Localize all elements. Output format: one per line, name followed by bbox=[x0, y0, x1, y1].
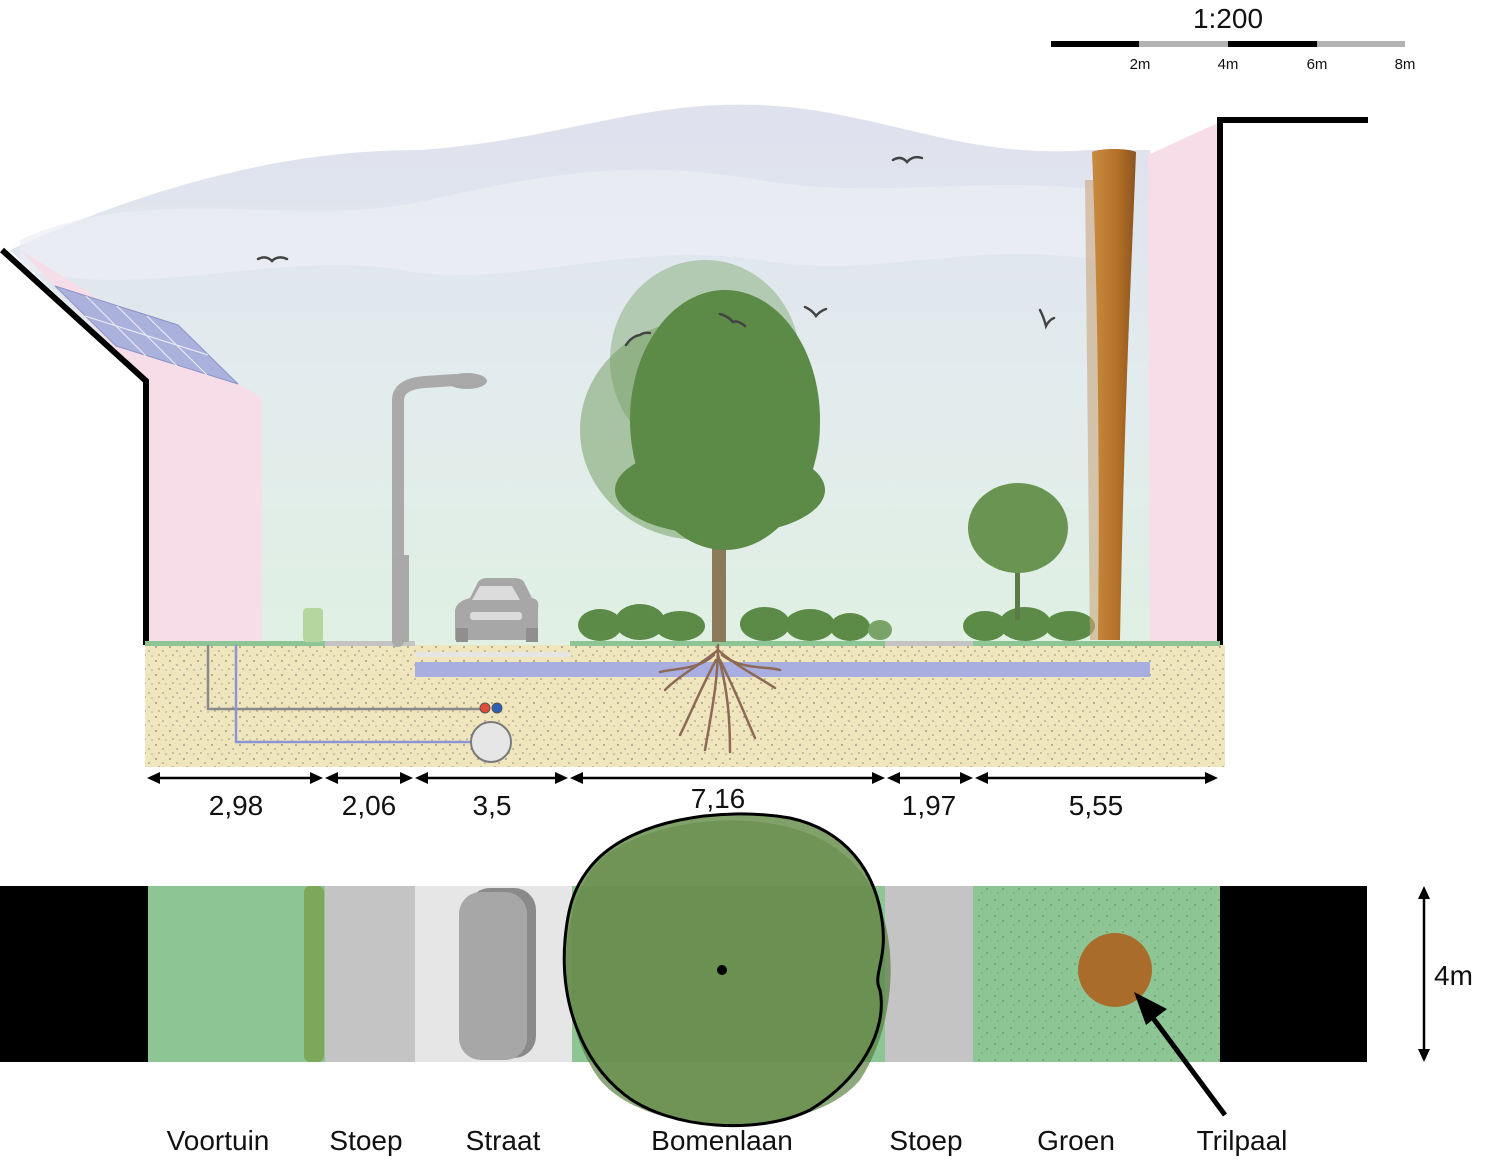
plan-voortuin bbox=[148, 886, 325, 1062]
dimension-groen: 5,55 bbox=[1069, 790, 1124, 821]
bird-6 bbox=[1038, 308, 1056, 330]
scale-title: 1:200 bbox=[1193, 3, 1263, 34]
sidewalk-surface-right bbox=[885, 641, 973, 646]
sewer-pipe bbox=[470, 721, 512, 763]
plan-tree-canopy bbox=[562, 812, 891, 1128]
dimension-voortuin: 2,98 bbox=[209, 790, 264, 821]
soil-section bbox=[145, 641, 1225, 767]
plan-tree-trunk-dot bbox=[717, 965, 727, 975]
plan-car bbox=[459, 888, 536, 1060]
sidewalk-surface-left bbox=[325, 641, 415, 646]
label-bomenlaan: Bomenlaan bbox=[651, 1125, 793, 1156]
scale-tick-2m: 2m bbox=[1130, 56, 1151, 73]
trilpaal-pointer-arrow bbox=[1134, 992, 1228, 1117]
bird-2 bbox=[891, 155, 924, 164]
cable-blue bbox=[491, 702, 503, 714]
right-building-wall bbox=[1148, 122, 1220, 645]
hedge-right bbox=[963, 607, 1095, 641]
garden-post bbox=[303, 608, 323, 642]
label-stoep-left: Stoep bbox=[329, 1125, 402, 1156]
scale-segment-2 bbox=[1139, 41, 1228, 47]
water-line bbox=[234, 645, 472, 744]
lamp-head bbox=[447, 373, 487, 389]
right-building-outline bbox=[1217, 117, 1368, 645]
small-tree bbox=[968, 483, 1068, 620]
label-straat: Straat bbox=[466, 1125, 541, 1156]
street-surface bbox=[415, 652, 570, 657]
plan-height-dimension bbox=[1418, 886, 1430, 1062]
tree-roots bbox=[658, 643, 782, 754]
plan-building-right bbox=[1220, 886, 1367, 1062]
water-storage-crate bbox=[415, 662, 1150, 677]
label-trilpaal: Trilpaal bbox=[1197, 1125, 1288, 1156]
grass-strip-right bbox=[973, 641, 1220, 646]
plan-stoep-left bbox=[325, 886, 415, 1062]
scale-segment-4 bbox=[1317, 41, 1405, 47]
scale-tick-8m: 8m bbox=[1395, 56, 1416, 73]
plan-height-label: 4m bbox=[1434, 960, 1473, 991]
bird-4 bbox=[718, 312, 747, 328]
cloud-layer bbox=[20, 169, 1100, 280]
solar-panel-grid bbox=[84, 295, 209, 376]
dimension-bomenlaan: 7,16 bbox=[691, 783, 746, 814]
left-house bbox=[0, 247, 262, 645]
hedge-left bbox=[578, 604, 892, 641]
grass-strip-middle bbox=[570, 641, 885, 646]
dimension-stoep-right: 1,97 bbox=[902, 790, 957, 821]
dimension-straat: 3,5 bbox=[473, 790, 512, 821]
birds bbox=[256, 155, 1056, 347]
label-voortuin: Voortuin bbox=[167, 1125, 270, 1156]
plan-building-left bbox=[0, 886, 148, 1062]
label-groen: Groen bbox=[1037, 1125, 1115, 1156]
plan-stoep-right bbox=[885, 886, 973, 1062]
large-tree bbox=[580, 260, 825, 642]
dimension-stoep-left: 2,06 bbox=[342, 790, 397, 821]
plan-view: 4m bbox=[0, 812, 1473, 1128]
zone-labels: Voortuin Stoep Straat Bomenlaan Stoep Gr… bbox=[167, 1125, 1288, 1156]
right-building bbox=[1148, 117, 1368, 645]
trilpaal-elevation bbox=[1085, 149, 1136, 640]
left-house-wall bbox=[20, 250, 262, 645]
cable-line bbox=[206, 645, 482, 711]
plan-trilpaal bbox=[1078, 933, 1152, 1007]
scale-tick-6m: 6m bbox=[1307, 56, 1328, 73]
left-house-outline bbox=[0, 247, 149, 645]
bird-3 bbox=[624, 331, 652, 347]
scale-tick-4m: 4m bbox=[1218, 56, 1239, 73]
cable-red bbox=[479, 702, 491, 714]
grass-strip-left bbox=[145, 641, 325, 646]
dimension-labels: 2,98 2,06 3,5 7,16 1,97 5,55 bbox=[209, 783, 1124, 821]
tree-canopy-lower bbox=[615, 445, 825, 535]
bird-1 bbox=[256, 256, 289, 263]
dimension-lines bbox=[147, 772, 1218, 784]
lamp-pole bbox=[392, 374, 461, 647]
lamp-pole-base bbox=[393, 555, 409, 642]
scale-segment-1 bbox=[1051, 41, 1139, 47]
trilpaal-pole bbox=[1092, 149, 1136, 640]
bird-5 bbox=[803, 305, 828, 319]
scale-bar: 1:200 2m 4m 6m 8m bbox=[1051, 3, 1415, 73]
car-side-view bbox=[455, 578, 539, 642]
sky bbox=[10, 104, 1150, 646]
plan-hedge bbox=[304, 886, 324, 1062]
label-stoep-right: Stoep bbox=[889, 1125, 962, 1156]
street-lamp bbox=[392, 373, 487, 647]
scale-segment-3 bbox=[1228, 41, 1317, 47]
